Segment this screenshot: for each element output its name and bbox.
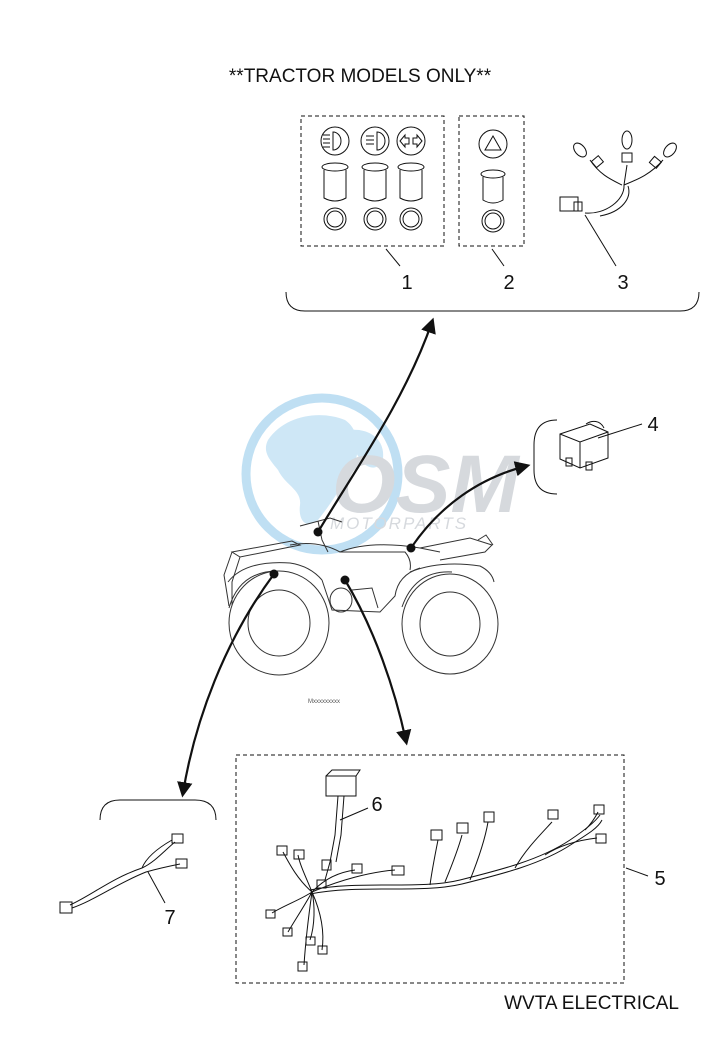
leader-5 [625, 867, 649, 877]
arrow-origin-dots [269, 527, 416, 585]
watermark-globe-land [265, 415, 358, 525]
headlight-symbol-icon [320, 126, 350, 156]
callout-5: 5 [654, 868, 665, 890]
callout-4: 4 [647, 414, 658, 436]
wvta-caption: WVTA ELECTRICAL [504, 993, 679, 1014]
watermark-sub: MOTORPARTS [330, 514, 468, 533]
hazard-symbol-icon [478, 129, 508, 159]
callout-3: 3 [617, 272, 628, 294]
top-group-bracket [285, 291, 700, 312]
hazard-switch-body [480, 169, 506, 233]
part-3-bulb-harness [559, 130, 677, 217]
arrow-to-relay [410, 461, 531, 549]
arrow-to-subharness [177, 573, 275, 798]
callout-6: 6 [371, 794, 382, 816]
location-arrows [177, 317, 531, 798]
watermark: OSM MOTORPARTS [241, 393, 520, 555]
watermark-globe-icon [241, 393, 403, 555]
leader-1 [385, 248, 401, 267]
arrow-to-switches [317, 317, 436, 533]
leader-3 [584, 214, 617, 267]
arrow-to-harness [344, 579, 412, 746]
callout-7: 7 [164, 907, 175, 929]
callout-2: 2 [503, 272, 514, 294]
part-5-main-harness [235, 754, 625, 984]
watermark-brand: OSM [332, 439, 520, 530]
part-2-hazard-switch-kit [458, 115, 525, 247]
part-7-sub-harness [59, 799, 217, 914]
atv-plate: Mxxxxxxxxx [308, 699, 340, 705]
highbeam-symbol-icon [360, 126, 390, 156]
tractor-note: **TRACTOR MODELS ONLY** [229, 66, 492, 87]
part-4-relay [533, 419, 643, 495]
leader-2 [491, 248, 505, 267]
callout-1: 1 [401, 272, 412, 294]
part-1-switch-kit [300, 115, 445, 247]
indicator-symbol-icon [396, 126, 426, 156]
retaining-clip-row [323, 207, 423, 231]
switch-body-row [321, 162, 425, 202]
